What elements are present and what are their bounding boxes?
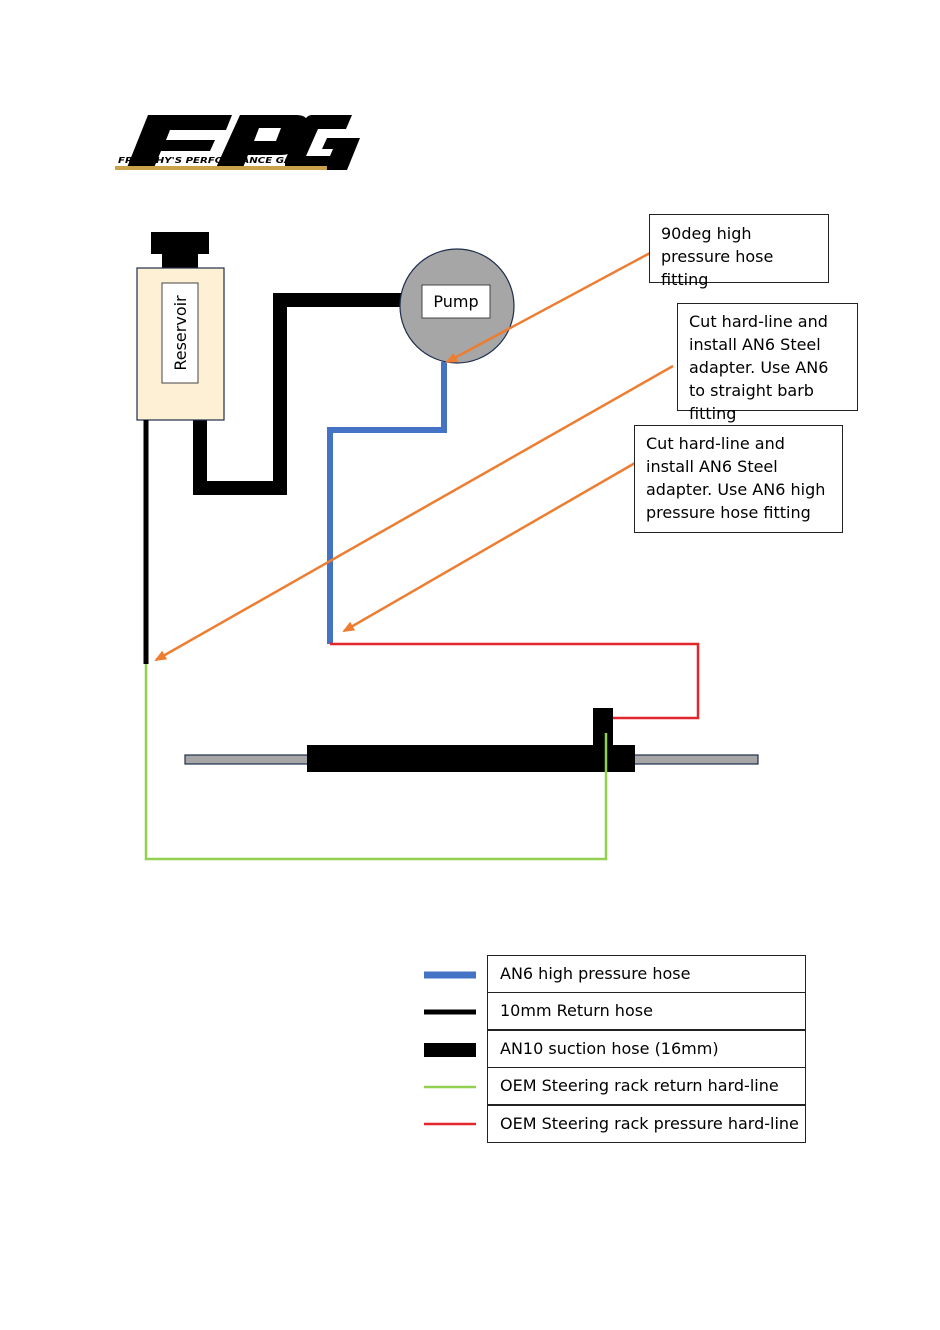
legend-label: OEM Steering rack return hard-line	[500, 1076, 779, 1095]
steering-rack-housing	[307, 745, 635, 772]
pump: Pump	[399, 248, 515, 364]
leader-arrow-90deg-fitting	[445, 251, 651, 364]
legend: AN6 high pressure hose 10mm Return hose …	[487, 955, 806, 1143]
leader-arrow-an6-fitting	[342, 461, 636, 633]
leader-arrow-straight-barb	[154, 364, 674, 662]
legend-item-suction-hose: AN10 suction hose (16mm)	[487, 1030, 806, 1068]
fpg-logo-subtitle: FRENCHY'S PERFORMANCE GARAGE	[118, 156, 324, 165]
rack-pressure-hardline	[330, 642, 700, 720]
an6-high-pressure-hose	[327, 362, 447, 644]
legend-item-return-hose: 10mm Return hose	[487, 992, 806, 1030]
reservoir-neck	[162, 254, 198, 268]
fpg-logo-lettering	[126, 115, 360, 170]
legend-swatch-suction-hose	[424, 1043, 476, 1057]
legend-item-rack-pressure: OEM Steering rack pressure hard-line	[487, 1105, 806, 1143]
fpg-logo: FRENCHY'S PERFORMANCE GARAGE	[115, 115, 360, 170]
legend-label: OEM Steering rack pressure hard-line	[500, 1114, 799, 1133]
callout-90deg-fitting: 90deg high pressure hose fitting	[649, 214, 829, 289]
steering-rack-valve	[593, 708, 613, 748]
logo-gold-underline	[115, 166, 327, 170]
reservoir-label-box	[161, 282, 199, 384]
pump-label-box	[421, 284, 491, 319]
legend-label: AN10 suction hose (16mm)	[500, 1039, 719, 1058]
callout-an6-high-pressure: Cut hard-line and install AN6 Steel adap…	[634, 425, 843, 533]
pump-label: Pump	[433, 292, 478, 311]
steering-rack	[184, 708, 759, 772]
legend-swatches	[424, 971, 476, 1126]
reservoir: Reservoir	[136, 232, 225, 421]
an10-suction-hose	[193, 293, 404, 495]
legend-item-an6-hose: AN6 high pressure hose	[487, 955, 806, 993]
legend-label: 10mm Return hose	[500, 1001, 653, 1020]
callout-an6-straight-barb: Cut hard-line and install AN6 Steel adap…	[677, 303, 858, 423]
callout-an6-high-pressure-text: Cut hard-line and install AN6 Steel adap…	[646, 434, 826, 522]
callout-90deg-fitting-text: 90deg high pressure hose fitting	[661, 224, 774, 289]
reservoir-cap	[151, 232, 209, 254]
callout-an6-straight-barb-text: Cut hard-line and install AN6 Steel adap…	[689, 312, 829, 423]
legend-item-rack-return: OEM Steering rack return hard-line	[487, 1067, 806, 1105]
legend-label: AN6 high pressure hose	[500, 964, 691, 983]
rack-return-hardline	[144, 664, 608, 861]
reservoir-label: Reservoir	[171, 295, 190, 371]
